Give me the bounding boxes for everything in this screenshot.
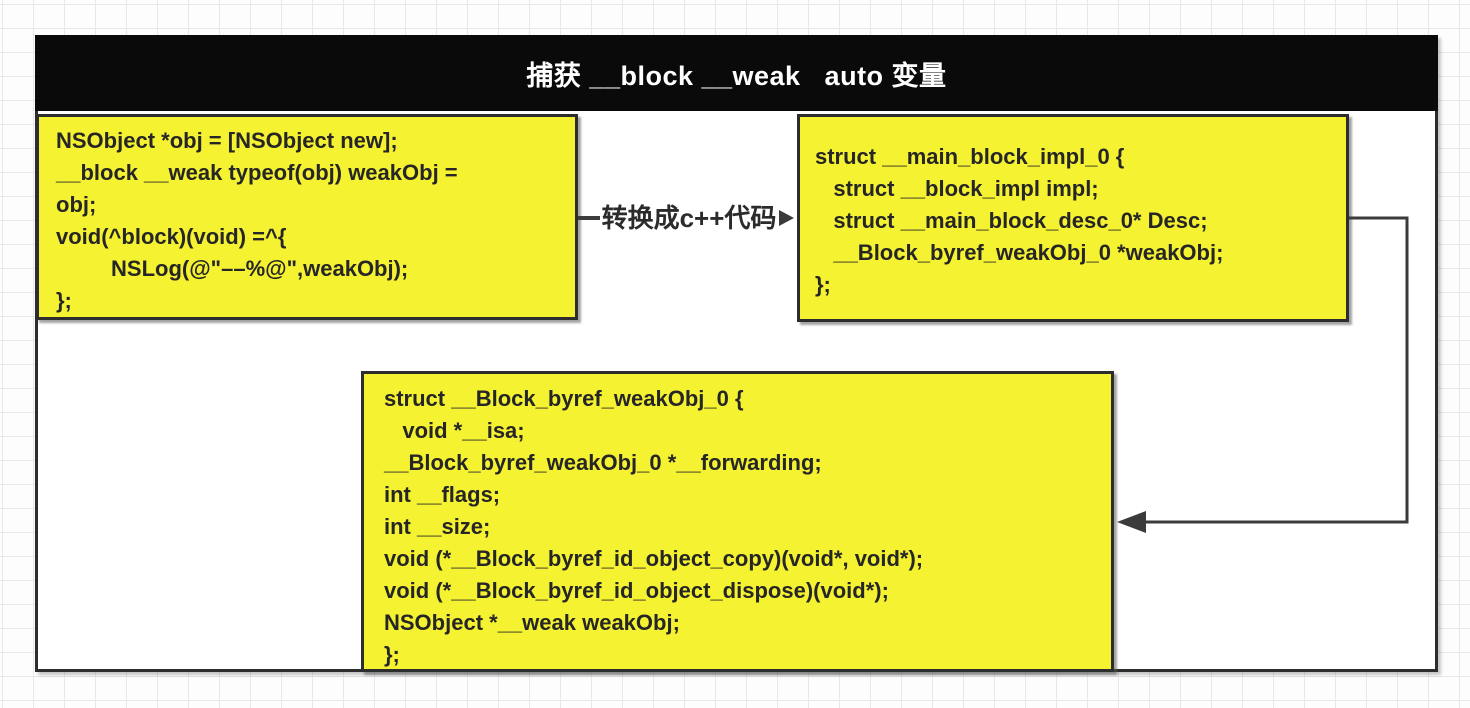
objc-code-text: NSObject *obj = [NSObject new]; __block … (56, 128, 458, 313)
objc-code-box: NSObject *obj = [NSObject new]; __block … (36, 114, 578, 320)
main-block-impl-text: struct __main_block_impl_0 { struct __bl… (815, 144, 1224, 297)
diagram-title-bar: 捕获 __block __weak auto 变量 (35, 35, 1438, 111)
block-byref-box: struct __Block_byref_weakObj_0 { void *_… (361, 371, 1114, 672)
block-byref-text: struct __Block_byref_weakObj_0 { void *_… (384, 386, 924, 667)
main-block-impl-box: struct __main_block_impl_0 { struct __bl… (797, 114, 1349, 322)
diagram-title: 捕获 __block __weak auto 变量 (526, 60, 947, 91)
convert-arrow-label: 转换成c++代码 (601, 203, 777, 233)
